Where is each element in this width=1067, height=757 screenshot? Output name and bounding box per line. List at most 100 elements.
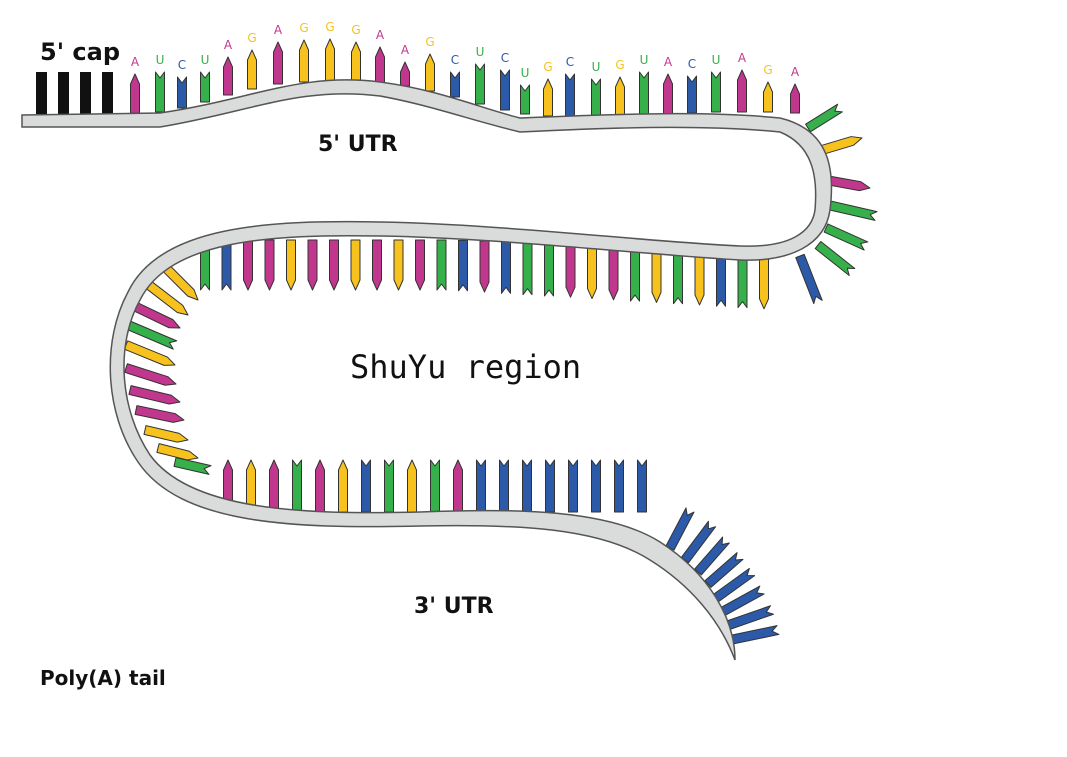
nucleotide-g xyxy=(425,53,435,92)
base-letter: U xyxy=(201,53,210,67)
nucleotide-a xyxy=(737,69,747,113)
nucleotide-a xyxy=(790,83,800,114)
nucleotide-c xyxy=(704,552,744,588)
nucleotide-u xyxy=(384,459,394,513)
nucleotide-g xyxy=(587,243,597,300)
base-letter: U xyxy=(640,53,649,67)
nucleotide-u xyxy=(639,71,649,116)
base-letter: C xyxy=(688,57,696,71)
base-letter: G xyxy=(351,23,360,37)
nucleotide-c xyxy=(637,459,647,513)
nucleotide-a xyxy=(663,73,673,115)
nucleotide-a xyxy=(415,239,425,291)
base-letter: U xyxy=(476,45,485,59)
nucleotide-u xyxy=(823,223,869,251)
nucleotide-u xyxy=(814,240,856,277)
nucleotide-g xyxy=(325,38,335,83)
base-letter: A xyxy=(131,55,140,69)
base-letter: G xyxy=(615,58,624,72)
five-prime-utr-label: 5' UTR xyxy=(318,132,398,157)
nucleotide-g xyxy=(543,78,553,117)
nucleotide-g xyxy=(615,76,625,117)
nucleotide-bases xyxy=(123,38,878,645)
nucleotide-u xyxy=(292,459,302,513)
nucleotide-g xyxy=(763,81,773,113)
nucleotide-a xyxy=(375,46,385,84)
base-letter: C xyxy=(451,53,459,67)
nucleotide-a xyxy=(315,459,325,513)
nucleotide-u xyxy=(173,457,212,475)
nucleotide-g xyxy=(350,239,361,291)
nucleotide-a xyxy=(223,56,233,96)
nucleotide-a xyxy=(565,243,576,298)
cap-bar xyxy=(102,72,113,114)
nucleotide-c xyxy=(522,459,532,513)
nucleotide-g xyxy=(247,49,257,90)
nucleotide-u xyxy=(155,71,165,113)
nucleotide-c xyxy=(221,239,232,291)
nucleotide-u xyxy=(520,84,530,115)
nucleotide-c xyxy=(728,625,780,645)
nucleotide-c xyxy=(795,253,823,305)
cap-bar xyxy=(80,72,91,114)
nucleotide-a xyxy=(243,239,253,291)
nucleotide-g xyxy=(407,459,417,513)
base-letter: U xyxy=(592,60,601,74)
nucleotide-u xyxy=(475,63,485,105)
nucleotide-c xyxy=(450,71,460,98)
nucleotide-a xyxy=(329,239,339,291)
base-letter: U xyxy=(712,53,721,67)
shuyu-region-label: ShuYu region xyxy=(350,348,581,386)
base-letter: A xyxy=(738,51,747,65)
base-letter: A xyxy=(376,28,385,42)
nucleotide-c xyxy=(665,507,695,551)
five-prime-cap-label: 5' cap xyxy=(40,38,120,66)
nucleotide-u xyxy=(630,245,640,302)
nucleotide-g xyxy=(820,136,863,155)
nucleotide-a xyxy=(307,239,318,291)
cap-bar xyxy=(36,72,47,114)
nucleotide-u xyxy=(436,239,447,291)
base-letter: A xyxy=(401,43,410,57)
nucleotide-a xyxy=(124,363,177,386)
nucleotide-a xyxy=(134,405,185,423)
base-letter: G xyxy=(247,31,256,45)
nucleotide-a xyxy=(269,459,279,513)
nucleotide-c xyxy=(545,459,555,513)
nucleotide-u xyxy=(200,71,210,103)
nucleotide-a xyxy=(128,385,181,405)
base-letter: G xyxy=(299,21,308,35)
nucleotide-u xyxy=(544,242,554,297)
base-letter: G xyxy=(543,60,552,74)
nucleotide-g xyxy=(299,39,309,83)
nucleotide-a xyxy=(453,459,463,513)
nucleotide-c xyxy=(687,75,697,114)
nucleotide-c xyxy=(614,459,624,513)
nucleotide-a xyxy=(479,240,490,293)
nucleotide-g xyxy=(351,41,361,83)
base-letter: A xyxy=(224,38,233,52)
nucleotide-u xyxy=(430,459,440,513)
nucleotide-a xyxy=(273,41,283,85)
nucleotide-a xyxy=(400,61,410,87)
nucleotide-g xyxy=(143,425,189,443)
base-letter: G xyxy=(763,63,772,77)
nucleotide-c xyxy=(568,459,578,513)
nucleotide-u xyxy=(826,200,878,221)
nucleotide-c xyxy=(361,459,371,513)
nucleotide-c xyxy=(177,76,187,109)
base-letter: G xyxy=(325,20,334,34)
nucleotide-c xyxy=(565,73,575,117)
nucleotide-u xyxy=(711,71,721,113)
nucleotide-c xyxy=(476,459,486,513)
poly-a-tail-label: Poly(A) tail xyxy=(40,666,166,690)
nucleotide-a xyxy=(264,239,275,291)
nucleotide-c xyxy=(591,459,601,513)
nucleotide-a xyxy=(130,73,140,114)
nucleotide-a xyxy=(608,244,619,301)
base-letter: U xyxy=(156,53,165,67)
nucleotide-c xyxy=(499,459,509,513)
